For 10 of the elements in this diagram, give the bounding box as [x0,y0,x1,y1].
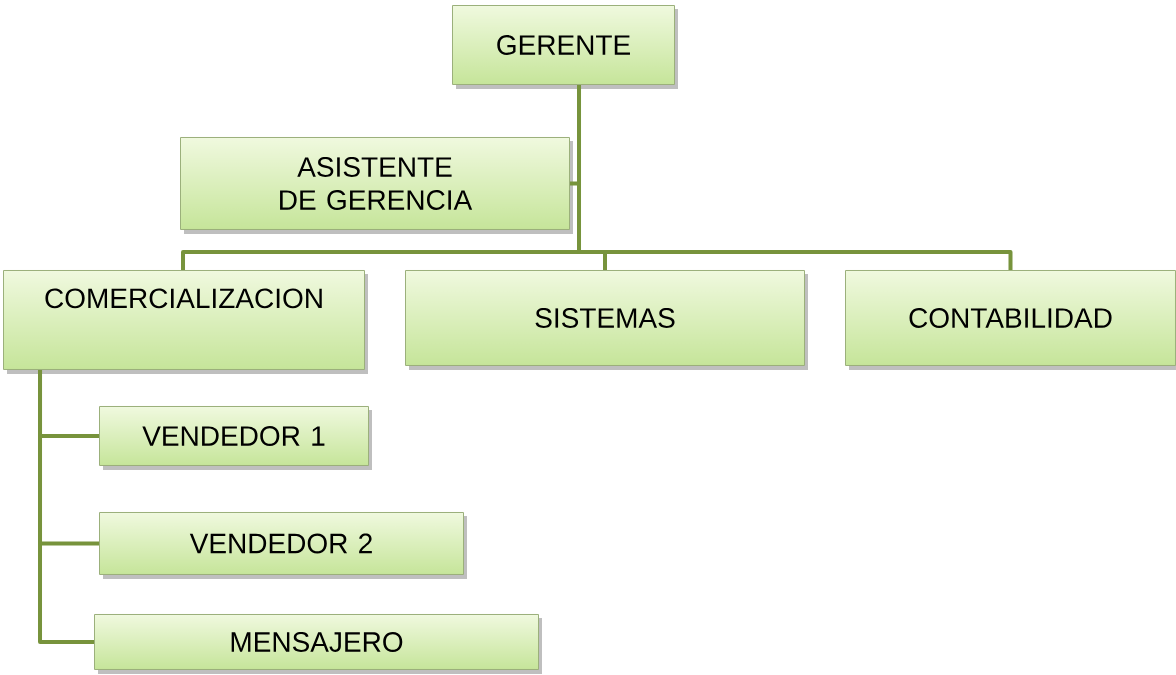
org-box: VENDEDOR 1 [99,406,372,470]
org-box: SISTEMAS [405,270,808,370]
connector-line [38,370,94,644]
connector-line [577,85,1013,270]
org-box: VENDEDOR 2 [99,512,467,579]
org-box: GERENTE [452,5,678,89]
org-box: COMERCIALIZACION [3,270,368,374]
org-box: MENSAJERO [94,614,542,674]
org-box: ASISTENTE DE GERENCIA [180,137,573,234]
org-box: CONTABILIDAD [845,270,1176,370]
